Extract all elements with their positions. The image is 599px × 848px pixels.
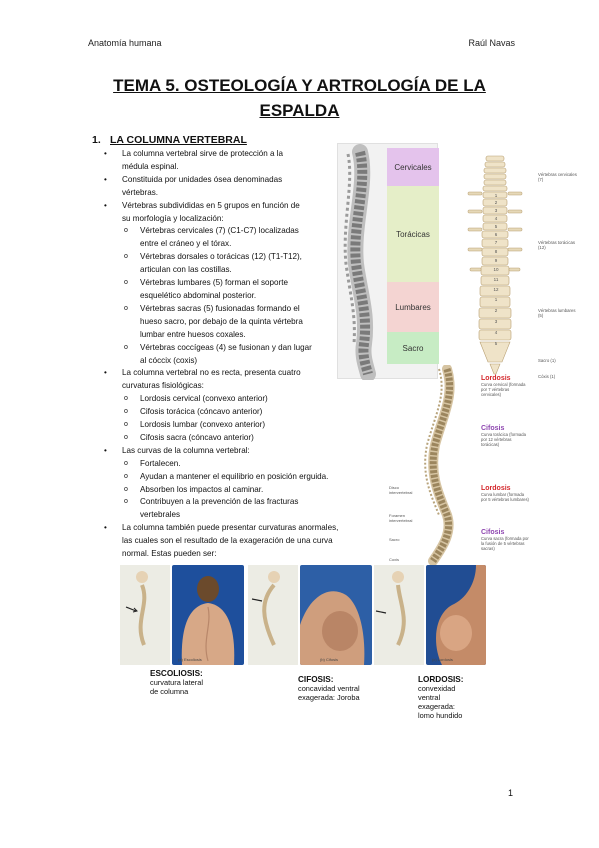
body-text: La columna vertebral sirve de protección… [104, 148, 338, 561]
page-title-line-1: TEMA 5. OSTEOLOGÍA Y ARTROLOGÍA DE LA [113, 76, 486, 95]
sub-item-balance: Ayudan a mantener el equilibrio en posic… [122, 471, 334, 484]
vertebra-number: 1 [494, 193, 498, 198]
sub-item-cifosis-sacra: Cifosis sacra (cóncavo anterior) [122, 432, 334, 445]
kyphosis-skeleton-thumb [248, 565, 298, 665]
bullet-curvatures: La columna vertebral no es recta, presen… [104, 367, 334, 444]
sub-item-sacral: Vértebras sacras (5) fusionadas formando… [122, 303, 334, 342]
label-escoliosis: ESCOLIOSIS: curvatura lateral de columna [150, 669, 203, 696]
sub-item-lordosis-cervical: Lordosis cervical (convexo anterior) [122, 393, 334, 406]
sub-item-cifosis-toracica: Cifosis torácica (cóncavo anterior) [122, 406, 334, 419]
vertebra-number: 5 [494, 341, 498, 346]
region-cervical: Cervicales [387, 148, 439, 186]
vertebra-number: 1 [494, 297, 498, 302]
vertebra-number: 8 [494, 249, 498, 254]
spine-lateral-illustration [343, 144, 376, 380]
sub-item-fractures: Contribuyen a la prevención de las fract… [122, 496, 334, 522]
caption-scoliosis: (a) Escoliosis [178, 657, 202, 662]
caption-kyphosis: (b) Cifosis [320, 657, 339, 662]
section-number: 1. [92, 134, 101, 146]
bullet-subdivision: Vértebras subdivididas en 5 grupos en fu… [104, 200, 334, 368]
vertebral-column-anterior-figure: Vértebras cervicales (7) Vértebras torác… [462, 150, 577, 385]
scoliosis-photo [172, 565, 244, 665]
scoliosis-spine-icon [125, 571, 148, 646]
curve-sacral-cifosis: Cifosis Curva sacra (formada por la fusi… [481, 529, 529, 551]
vertebra-number: 3 [494, 208, 498, 213]
spine-curvature-drawing [424, 365, 455, 565]
bullet-protection: La columna vertebral sirve de protección… [104, 148, 334, 174]
scoliosis-skeleton-thumb [120, 565, 170, 665]
kyphosis-spine-icon [251, 571, 280, 646]
caption-lordosis: (c) Lordosis [432, 657, 453, 662]
lordosis-body-illustration [436, 565, 486, 665]
vertebra-number: 7 [494, 240, 498, 245]
vertebra-number: 9 [494, 258, 498, 263]
lordosis-skeleton-thumb [374, 565, 424, 665]
vertebra-number: 2 [494, 308, 498, 313]
label-lumbar-vertebrae: Vértebras lumbares (5) [538, 308, 576, 318]
running-header-right: Raúl Navas [468, 38, 515, 48]
label-sacrum: Sacro (1) [538, 358, 556, 363]
section-heading: 1. LA COLUMNA VERTEBRAL [92, 134, 247, 146]
vertebra-number: 4 [494, 216, 498, 221]
vertebral-column-drawing [467, 155, 523, 375]
vertebra-number: 5 [494, 224, 498, 229]
region-lumbar: Lumbares [387, 282, 439, 332]
page-number: 1 [508, 788, 514, 798]
label-sacrum-side: Sacro [389, 537, 400, 542]
label-coccyx-side: Coxis [389, 557, 400, 562]
bullet-abnormal: La columna también puede presentar curva… [104, 522, 366, 561]
sub-item-coccygeal: Vértebras coccígeas (4) se fusionan y da… [122, 342, 334, 368]
curve-cervical-lordosis: Lordosis Curva cervical (formada por 7 v… [481, 375, 526, 397]
kyphosis-photo [300, 565, 372, 665]
label-lordosis: LORDOSIS: convexidad ventral exagerada: … [418, 675, 464, 720]
vertebra-number: 10 [493, 267, 499, 272]
vertebra-number: 3 [494, 319, 498, 324]
label-intervertebral-foramen: Foramen intervertebral [389, 513, 413, 523]
region-thoracic: Torácicas [387, 186, 439, 282]
vertebra-number: 12 [493, 287, 499, 292]
spine-regions-figure: Cervicales Torácicas Lumbares Sacro [337, 143, 439, 380]
region-sacral: Sacro [387, 332, 439, 364]
page-title-line-2: ESPALDA [259, 101, 340, 120]
spine-curvatures-figure: Lordosis Curva cervical (formada por 7 v… [383, 365, 533, 565]
lordosis-spine-icon [375, 571, 406, 646]
label-cifosis: CIFOSIS: concavidad ventral exagerada: J… [298, 675, 360, 702]
sub-item-impacts: Absorben los impactos al caminar. [122, 484, 334, 497]
label-cervical-vertebrae: Vértebras cervicales (7) [538, 172, 577, 182]
sub-item-lordosis-lumbar: Lordosis lumbar (convexo anterior) [122, 419, 334, 432]
vertebra-number: 6 [494, 232, 498, 237]
curve-lumbar-lordosis: Lordosis Curva lumbar (formada por 5 vér… [481, 485, 529, 502]
sub-item-thoracic: Vértebras dorsales o torácicas (12) (T1-… [122, 251, 334, 277]
label-thoracic-vertebrae: Vértebras torácicas (12) [538, 240, 576, 250]
sub-item-lumbar: Vértebras lumbares (5) forman el soporte… [122, 277, 334, 303]
abnormal-curvatures-figure: (a) Escoliosis (b) Cifosis (c) Lordosis … [120, 565, 486, 725]
curve-thoracic-cifosis: Cifosis Curva torácica (formada por 12 v… [481, 425, 526, 447]
section-title: LA COLUMNA VERTEBRAL [110, 134, 247, 146]
bullet-curve-functions: Las curvas de la columna vertebral: Fort… [104, 445, 334, 522]
bullet-constitution: Constituida por unidades ósea denominada… [104, 174, 334, 200]
running-header-left: Anatomía humana [88, 38, 162, 48]
sub-item-cervical: Vértebras cervicales (7) (C1-C7) localiz… [122, 225, 334, 251]
lordosis-photo [426, 565, 486, 665]
label-intervertebral-disc: Disco intervertebral [389, 485, 413, 495]
scoliosis-back-illustration [181, 576, 235, 665]
kyphosis-body-illustration [300, 591, 365, 665]
label-coccyx: Cóxis (1) [538, 374, 556, 379]
sub-item-strengthen: Fortalecen. [122, 458, 334, 471]
vertebra-number: 11 [493, 277, 499, 282]
vertebra-number: 2 [494, 200, 498, 205]
vertebra-number: 4 [494, 330, 498, 335]
